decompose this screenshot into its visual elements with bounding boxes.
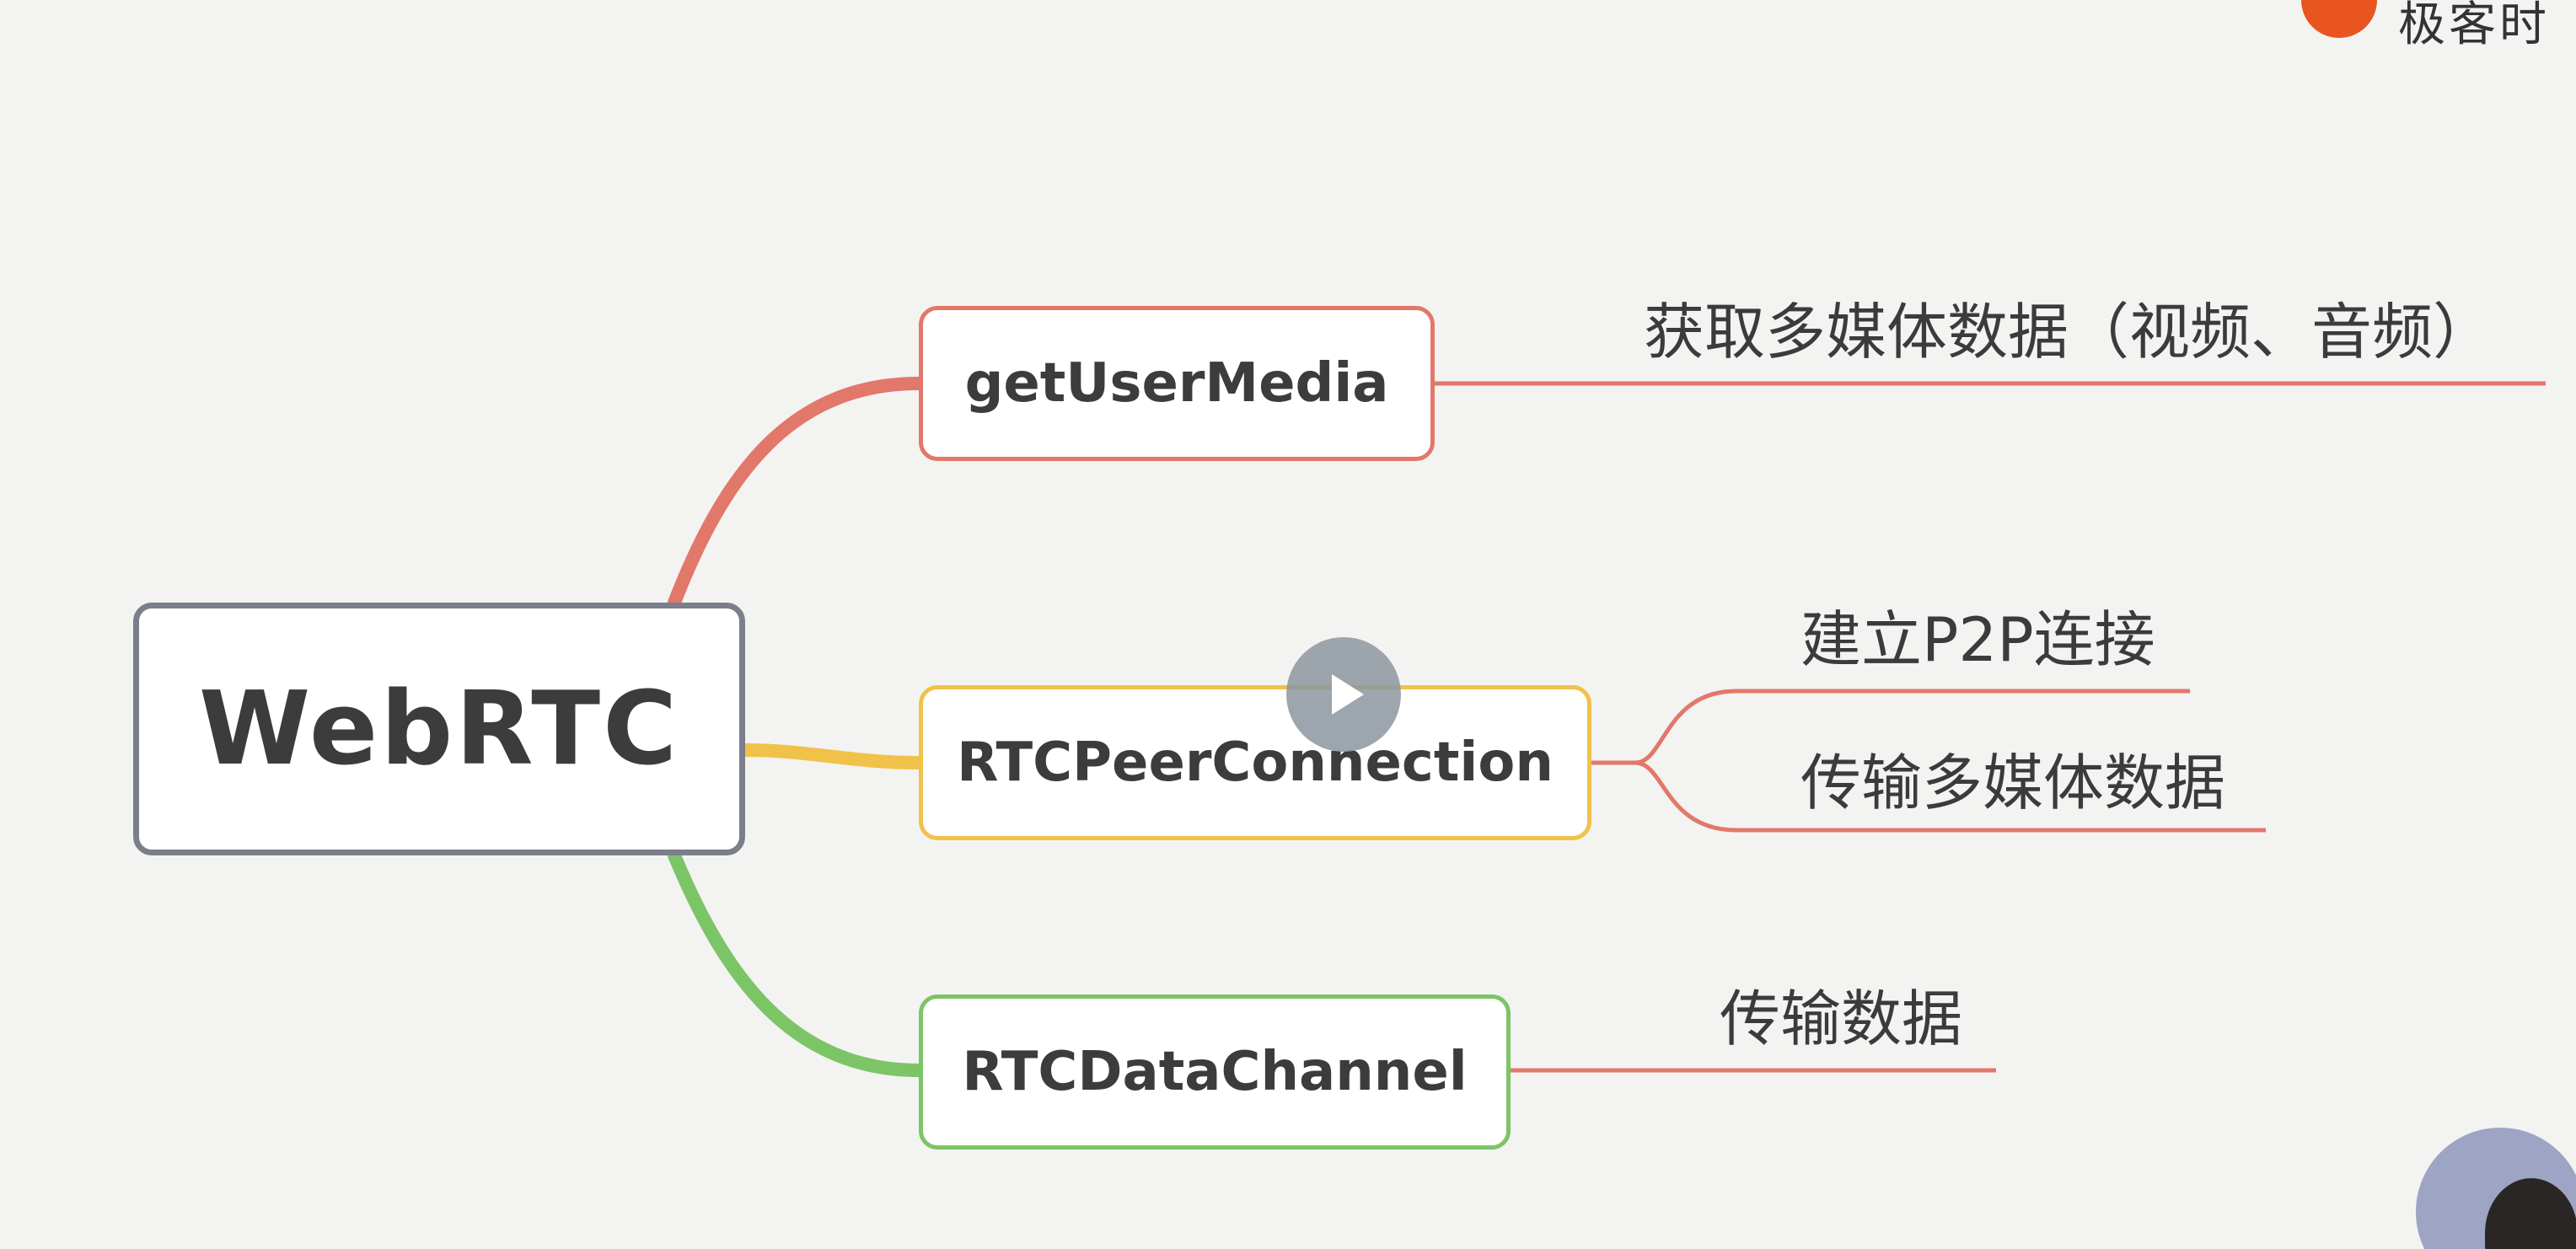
logo-text: 极客时 — [2398, 0, 2550, 52]
presenter-avatar-icon — [2416, 1128, 2576, 1249]
branch-node-getusermedia: getUserMedia — [919, 306, 1435, 461]
leaf-line-p2p — [1591, 689, 2190, 765]
play-button[interactable] — [1286, 637, 1401, 752]
leaf-p2p-connection: 建立P2P连接 — [1801, 604, 2155, 675]
branch-node-rtcpeerconnection: RTCPeerConnection — [919, 685, 1591, 840]
branch-node-rtcdatachannel: RTCDataChannel — [919, 994, 1511, 1150]
connector-root-rtcpeerconnection — [738, 743, 926, 769]
connector-root-getusermedia — [668, 377, 926, 609]
leaf-transfer-data: 传输数据 — [1720, 984, 1963, 1054]
presenter-head — [2485, 1178, 2576, 1249]
brand-logo: 极客时 — [2293, 0, 2576, 52]
leaf-getusermedia-description: 获取多媒体数据（视频、音频） — [1644, 297, 2494, 367]
connector-root-rtcdatachannel — [668, 849, 926, 1077]
geekbang-logo-icon — [2301, 0, 2377, 38]
play-icon — [1332, 674, 1364, 715]
leaf-transfer-media: 传输多媒体数据 — [1801, 748, 2226, 818]
leaf-line-media — [1634, 760, 2266, 833]
root-node-webrtc: WebRTC — [133, 603, 745, 855]
